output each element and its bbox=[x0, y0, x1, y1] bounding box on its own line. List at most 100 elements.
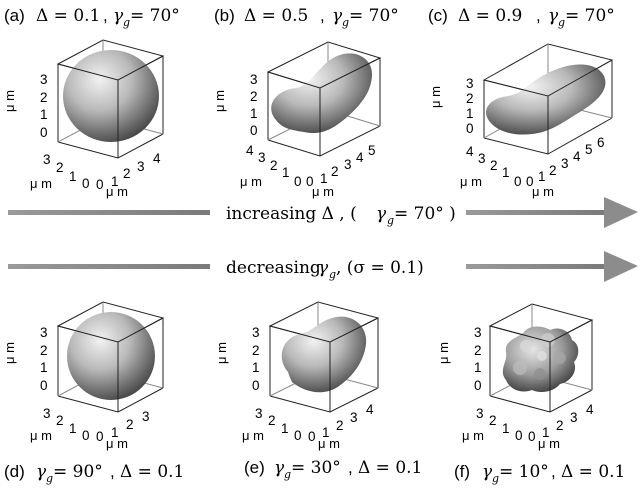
y-axis-label: μ m bbox=[242, 428, 264, 443]
surface-shape bbox=[486, 64, 606, 135]
svg-text:0: 0 bbox=[250, 123, 258, 138]
svg-text:,: , bbox=[348, 458, 353, 477]
z-axis-ticks: 3 2 1 0 bbox=[40, 325, 48, 393]
svg-text:γ: γ bbox=[113, 6, 124, 26]
svg-text:,: , bbox=[536, 6, 541, 25]
svg-text:4: 4 bbox=[246, 143, 254, 158]
panel-f-plot: 3 2 1 0 μ m 3 2 1 0 μ m 0 1 2 3 4 μ m bbox=[436, 303, 594, 451]
z-axis-label: μ m bbox=[2, 342, 17, 364]
y-axis-ticks: 4 3 2 1 0 bbox=[466, 144, 522, 189]
arrow-head bbox=[604, 197, 638, 228]
x-axis-label: μ m bbox=[106, 436, 128, 451]
svg-text:1: 1 bbox=[474, 360, 482, 375]
svg-text:2: 2 bbox=[56, 160, 64, 175]
surface-shape bbox=[271, 53, 372, 134]
svg-text:,: , bbox=[551, 462, 556, 481]
svg-text:1: 1 bbox=[40, 360, 48, 375]
svg-text:1: 1 bbox=[320, 171, 328, 186]
svg-text:0: 0 bbox=[515, 428, 523, 443]
x-axis-label: μ m bbox=[318, 436, 340, 451]
svg-text:= 10°: = 10° bbox=[499, 462, 549, 482]
svg-text:γ: γ bbox=[36, 462, 47, 482]
svg-text:γ: γ bbox=[318, 258, 329, 278]
svg-text:g: g bbox=[558, 16, 565, 29]
svg-text:0: 0 bbox=[294, 428, 302, 443]
svg-text:0: 0 bbox=[40, 125, 48, 140]
svg-text:, (σ = 0.1): , (σ = 0.1) bbox=[336, 258, 424, 278]
svg-text:1: 1 bbox=[538, 169, 546, 184]
svg-text:Δ = 0.9: Δ = 0.9 bbox=[458, 6, 522, 26]
svg-text:= 70° ): = 70° ) bbox=[394, 204, 456, 224]
svg-text:(e): (e) bbox=[244, 458, 265, 477]
y-axis-ticks: 3 2 1 0 bbox=[255, 406, 302, 443]
svg-text:γ: γ bbox=[548, 6, 559, 26]
svg-text:1: 1 bbox=[542, 425, 550, 440]
svg-text:2: 2 bbox=[56, 413, 64, 428]
y-axis-label: μ m bbox=[462, 428, 484, 443]
arrow-decreasing-gamma: decreasing γ g , (σ = 0.1) bbox=[8, 251, 638, 282]
svg-text:γ: γ bbox=[376, 204, 387, 224]
z-axis-ticks: 3 2 1 0 bbox=[466, 76, 474, 136]
arrow-shaft-left bbox=[8, 264, 210, 269]
svg-text:0: 0 bbox=[466, 121, 474, 136]
svg-text:g: g bbox=[284, 468, 291, 481]
svg-text:3: 3 bbox=[250, 72, 258, 87]
panel-c-plot: 3 2 1 0 μ m 4 3 2 1 0 μ m 0 1 2 3 4 5 6 … bbox=[428, 43, 614, 199]
panel-d-plot: 3 2 1 0 μ m 3 2 1 0 μ m 0 1 2 3 μ m bbox=[2, 301, 165, 451]
svg-text:Δ = 0.1: Δ = 0.1 bbox=[561, 462, 625, 482]
svg-text:= 70°: = 70° bbox=[349, 6, 399, 26]
svg-text:2: 2 bbox=[250, 89, 258, 104]
x-axis-ticks: 0 1 2 3 4 bbox=[308, 402, 374, 444]
svg-text:2: 2 bbox=[40, 90, 48, 105]
z-axis-label: μ m bbox=[428, 86, 443, 108]
arrow-shaft-left bbox=[8, 210, 210, 215]
svg-text:1: 1 bbox=[111, 425, 119, 440]
svg-text:2: 2 bbox=[549, 163, 557, 178]
z-axis-label: μ m bbox=[214, 342, 229, 364]
svg-text:4: 4 bbox=[573, 149, 581, 164]
svg-text:(f): (f) bbox=[454, 462, 470, 481]
x-axis-ticks: 0 1 2 3 4 bbox=[528, 402, 594, 444]
svg-text:Δ = 0.1: Δ = 0.1 bbox=[358, 458, 422, 478]
svg-text:Δ = 0.1: Δ = 0.1 bbox=[120, 462, 184, 482]
svg-text:2: 2 bbox=[126, 417, 134, 432]
y-axis-ticks: 3 2 1 0 bbox=[476, 406, 523, 443]
svg-text:g: g bbox=[492, 472, 499, 485]
svg-text:0: 0 bbox=[528, 429, 536, 444]
svg-text:3: 3 bbox=[478, 151, 486, 166]
svg-text:2: 2 bbox=[40, 343, 48, 358]
svg-text:,: , bbox=[103, 6, 108, 25]
svg-text:increasing Δ , (: increasing Δ , ( bbox=[226, 204, 357, 224]
svg-text:1: 1 bbox=[322, 425, 330, 440]
svg-text:(a): (a) bbox=[4, 6, 25, 25]
svg-text:2: 2 bbox=[270, 158, 278, 173]
z-axis-ticks: 3 2 1 0 bbox=[40, 72, 48, 140]
svg-text:0: 0 bbox=[306, 174, 314, 189]
surface-shape bbox=[281, 316, 367, 393]
svg-text:3: 3 bbox=[142, 409, 150, 424]
svg-text:3: 3 bbox=[137, 159, 145, 174]
svg-text:2: 2 bbox=[474, 343, 482, 358]
svg-text:3: 3 bbox=[466, 76, 474, 91]
arrow-head bbox=[604, 251, 638, 282]
y-axis-label: μ m bbox=[240, 174, 262, 189]
svg-text:3: 3 bbox=[43, 152, 51, 167]
svg-text:4: 4 bbox=[466, 144, 474, 159]
svg-text:Δ = 0.5: Δ = 0.5 bbox=[244, 6, 308, 26]
svg-text:1: 1 bbox=[111, 174, 119, 189]
svg-text:1: 1 bbox=[281, 421, 289, 436]
svg-text:= 70°: = 70° bbox=[565, 6, 615, 26]
svg-text:(b): (b) bbox=[214, 6, 235, 25]
svg-text:3: 3 bbox=[350, 410, 358, 425]
svg-text:2: 2 bbox=[268, 413, 276, 428]
x-axis-label: μ m bbox=[538, 436, 560, 451]
caption-a: (a) Δ = 0.1 γ g = 70° , bbox=[4, 6, 180, 29]
svg-text:g: g bbox=[329, 268, 336, 281]
svg-text:γ: γ bbox=[482, 462, 493, 482]
svg-text:3: 3 bbox=[258, 150, 266, 165]
x-axis-label: μ m bbox=[106, 184, 128, 199]
svg-text:decreasing: decreasing bbox=[226, 258, 321, 278]
caption-e: (e) γ g = 30° , Δ = 0.1 bbox=[244, 458, 422, 481]
y-axis-label: μ m bbox=[460, 174, 482, 189]
